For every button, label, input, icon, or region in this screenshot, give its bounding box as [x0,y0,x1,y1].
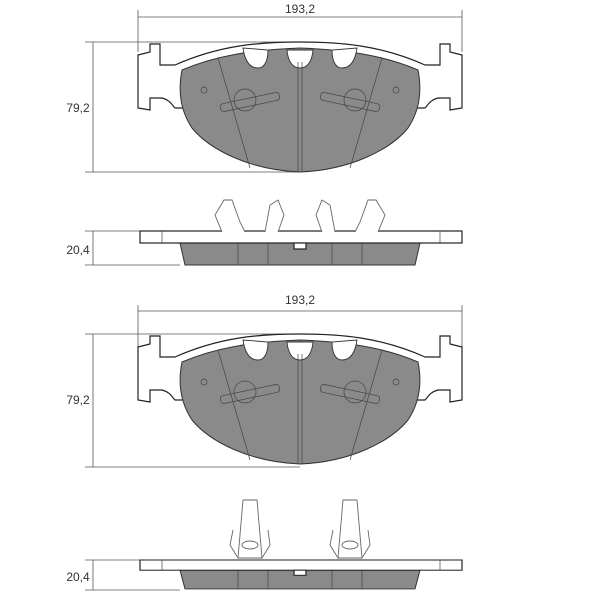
height-dimension-label-2: 79,2 [66,393,90,407]
width-dimension-label: 193,2 [285,2,315,16]
spring-clips [214,199,386,233]
pad-side-view-2 [85,499,463,591]
pad-top-view-1 [85,10,463,173]
width-dimension-label-2: 193,2 [285,293,315,307]
spring-clips-2 [229,499,371,559]
thickness-dimension-label: 20,4 [66,243,90,257]
pad-top-view-2 [85,305,463,468]
pad-side-view-1 [85,199,463,266]
thickness-dimension-label-2: 20,4 [66,570,90,584]
height-dimension-label: 79,2 [66,101,90,115]
